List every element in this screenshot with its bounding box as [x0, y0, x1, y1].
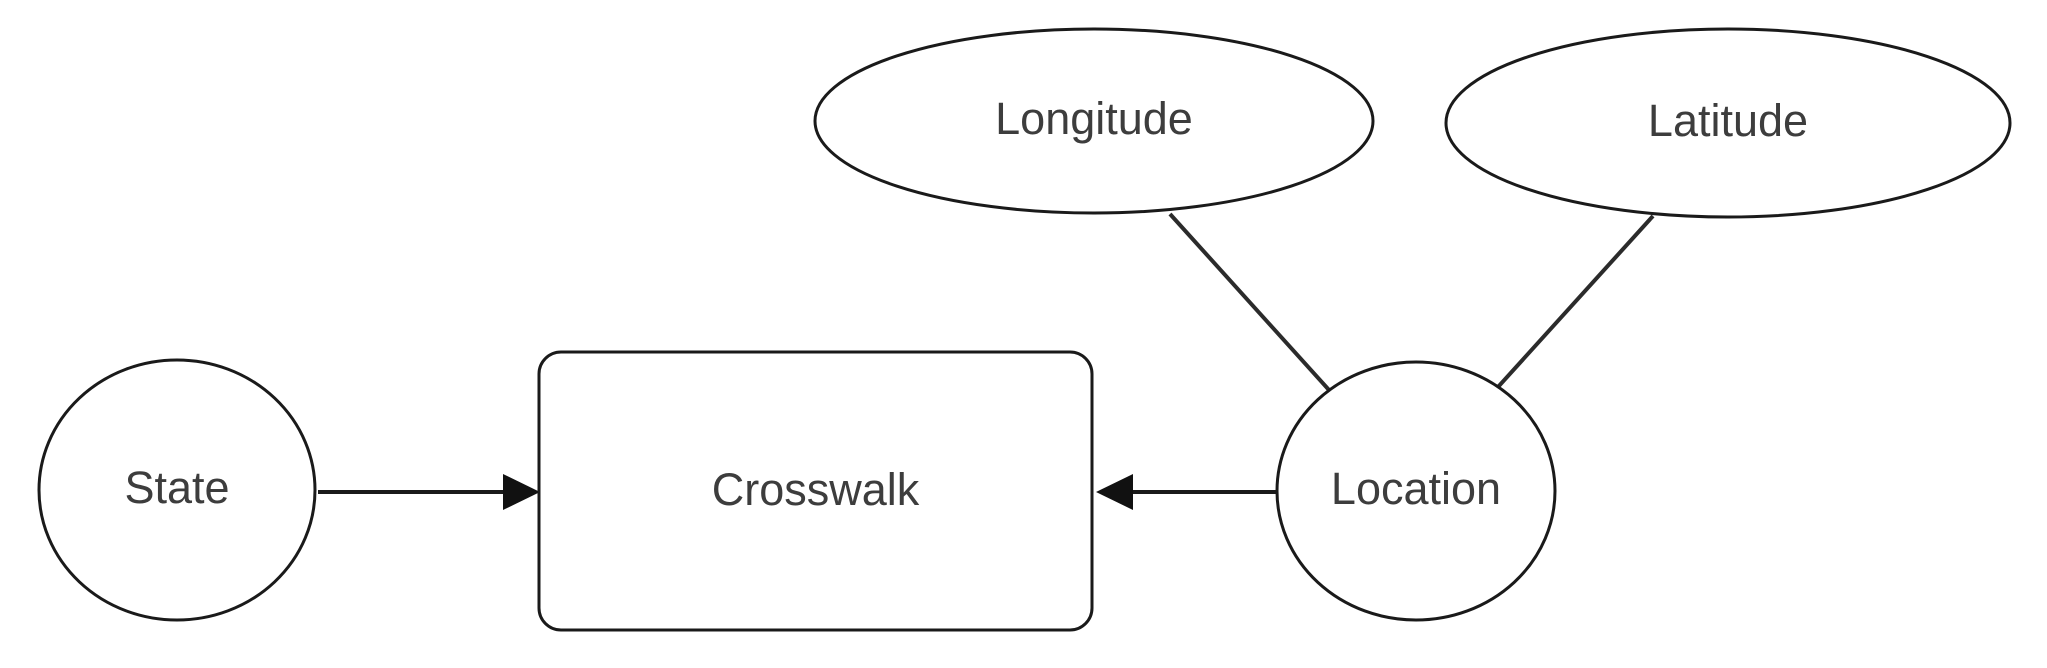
- attribute-state-label: State: [124, 462, 229, 513]
- connector-latitude-location[interactable]: [1496, 214, 1655, 389]
- attribute-latitude-shape: [1444, 27, 2012, 219]
- attribute-location[interactable]: Location: [1275, 360, 1557, 622]
- attribute-longitude-shape: [813, 27, 1375, 215]
- attribute-longitude[interactable]: Longitude: [813, 27, 1375, 215]
- entity-crosswalk[interactable]: Crosswalk: [537, 350, 1094, 632]
- arrow-head-state-crosswalk: [503, 474, 540, 510]
- attribute-state[interactable]: State: [37, 358, 317, 622]
- attribute-location-shape: [1275, 360, 1557, 622]
- entity-crosswalk-shape: [537, 350, 1094, 632]
- attribute-state-shape: [37, 358, 317, 622]
- attribute-location-label: Location: [1331, 463, 1501, 514]
- arrow-head-location-crosswalk: [1096, 474, 1133, 510]
- connector-longitude-location[interactable]: [1168, 212, 1331, 392]
- attribute-latitude[interactable]: Latitude: [1444, 27, 2012, 219]
- attribute-longitude-label: Longitude: [995, 93, 1193, 144]
- entity-crosswalk-label: Crosswalk: [712, 464, 920, 515]
- attribute-latitude-label: Latitude: [1648, 95, 1808, 146]
